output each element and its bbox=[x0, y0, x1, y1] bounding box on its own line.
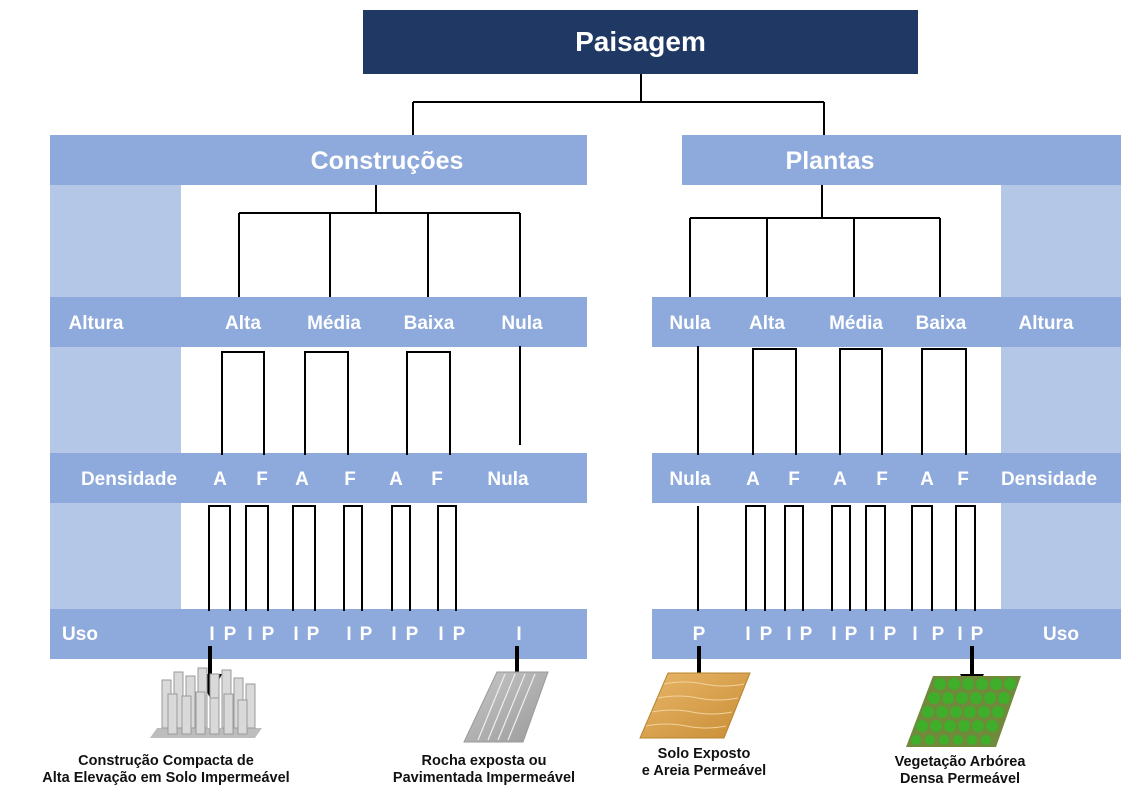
left-densidade-value: F bbox=[431, 469, 443, 490]
right-altura-band bbox=[652, 297, 1121, 347]
left-uso-value: P bbox=[405, 624, 419, 645]
paisagem-title: Paisagem bbox=[575, 26, 706, 57]
right-uso-value: I bbox=[957, 624, 963, 645]
caption-line: Solo Exposto bbox=[657, 746, 751, 762]
right-altura-value: Nula bbox=[669, 313, 711, 334]
construcoes-title: Construções bbox=[310, 147, 464, 175]
right-connector-densidade bbox=[697, 346, 967, 455]
compact-buildings-icon bbox=[150, 667, 262, 738]
right-altura-value: Alta bbox=[749, 313, 785, 334]
right-densidade-value: F bbox=[957, 469, 969, 490]
left-densidade-value: A bbox=[295, 469, 309, 490]
paisagem-header: Paisagem bbox=[363, 10, 918, 74]
caption-sand-soil: Solo Exposto e Areia Permeável bbox=[642, 746, 766, 780]
plantas-title: Plantas bbox=[785, 147, 875, 175]
right-uso-band bbox=[652, 609, 1121, 659]
left-densidade-value: Nula bbox=[487, 469, 529, 490]
left-uso-value: P bbox=[452, 624, 466, 645]
right-uso-value: P bbox=[970, 624, 984, 645]
left-uso-label: Uso bbox=[62, 624, 98, 645]
left-altura-value: Baixa bbox=[403, 313, 455, 334]
left-uso-value: I bbox=[293, 624, 299, 645]
left-uso-value: I bbox=[209, 624, 215, 645]
dense-trees-icon bbox=[906, 676, 1021, 747]
left-altura-value: Média bbox=[307, 313, 361, 334]
caption-compact-construction: Construção Compacta de Alta Elevação em … bbox=[42, 753, 289, 787]
top-connector bbox=[412, 74, 825, 135]
left-uso-value: I bbox=[247, 624, 253, 645]
right-densidade-value: F bbox=[788, 469, 800, 490]
right-connector-altura bbox=[689, 185, 941, 297]
right-densidade-value: F bbox=[876, 469, 888, 490]
left-connector-densidade bbox=[221, 346, 521, 455]
caption-line: Construção Compacta de bbox=[78, 753, 254, 769]
left-uso-value: P bbox=[359, 624, 373, 645]
sand-soil-icon bbox=[639, 672, 751, 739]
right-uso-value: I bbox=[786, 624, 792, 645]
left-uso-value: P bbox=[261, 624, 275, 645]
left-densidade-value: A bbox=[213, 469, 227, 490]
right-side-panel bbox=[1001, 135, 1121, 658]
left-uso-band bbox=[50, 609, 587, 659]
right-uso-value: P bbox=[692, 624, 706, 645]
left-densidade-value: A bbox=[389, 469, 403, 490]
caption-paved-rock: Rocha exposta ou Pavimentada Impermeável bbox=[393, 753, 575, 787]
caption-line: Densa Permeável bbox=[899, 771, 1021, 787]
left-densidade-value: F bbox=[344, 469, 356, 490]
right-connector-uso bbox=[697, 505, 976, 611]
construcoes-header bbox=[50, 135, 587, 185]
right-uso-value: I bbox=[745, 624, 751, 645]
left-side-panel bbox=[50, 135, 181, 658]
right-densidade-value: A bbox=[833, 469, 847, 490]
right-uso-value: P bbox=[883, 624, 897, 645]
right-uso-value: P bbox=[844, 624, 858, 645]
right-altura-value: Baixa bbox=[915, 313, 967, 334]
left-altura-value: Nula bbox=[501, 313, 543, 334]
caption-line: Pavimentada Impermeável bbox=[392, 770, 576, 786]
left-uso-value: P bbox=[223, 624, 237, 645]
left-altura-band bbox=[50, 297, 587, 347]
left-uso-value: I bbox=[391, 624, 397, 645]
caption-line: Vegetação Arbórea bbox=[894, 754, 1026, 770]
left-densidade-label: Densidade bbox=[80, 469, 178, 490]
left-uso-value: I bbox=[346, 624, 352, 645]
right-uso-label: Uso bbox=[1043, 624, 1079, 645]
right-altura-value: Média bbox=[829, 313, 883, 334]
plantas-header bbox=[682, 135, 1121, 185]
left-uso-value: I bbox=[516, 624, 522, 645]
right-densidade-value: A bbox=[920, 469, 934, 490]
right-densidade-band bbox=[652, 453, 1121, 503]
caption-line: Rocha exposta ou bbox=[421, 753, 547, 769]
caption-line: Alta Elevação em Solo Impermeável bbox=[42, 770, 290, 786]
right-uso-value: I bbox=[831, 624, 837, 645]
right-uso-value: I bbox=[912, 624, 918, 645]
left-altura-value: Alta bbox=[225, 313, 261, 334]
right-densidade-label: Densidade bbox=[1000, 469, 1098, 490]
left-altura-label: Altura bbox=[68, 313, 124, 334]
caption-dense-trees: Vegetação Arbórea Densa Permeável bbox=[895, 754, 1026, 788]
left-uso-value: I bbox=[438, 624, 444, 645]
right-densidade-value: A bbox=[746, 469, 760, 490]
right-uso-value: P bbox=[799, 624, 813, 645]
left-densidade-band bbox=[50, 453, 587, 503]
right-uso-value: P bbox=[931, 624, 945, 645]
left-densidade-value: F bbox=[256, 469, 268, 490]
right-uso-value: P bbox=[759, 624, 773, 645]
right-uso-value: I bbox=[869, 624, 875, 645]
right-densidade-value: Nula bbox=[669, 469, 711, 490]
paved-rock-icon bbox=[463, 671, 549, 743]
right-altura-label: Altura bbox=[1018, 313, 1074, 334]
left-connector-altura bbox=[238, 185, 521, 297]
left-uso-value: P bbox=[306, 624, 320, 645]
caption-line: e Areia Permeável bbox=[641, 763, 767, 779]
left-connector-uso bbox=[208, 505, 457, 611]
